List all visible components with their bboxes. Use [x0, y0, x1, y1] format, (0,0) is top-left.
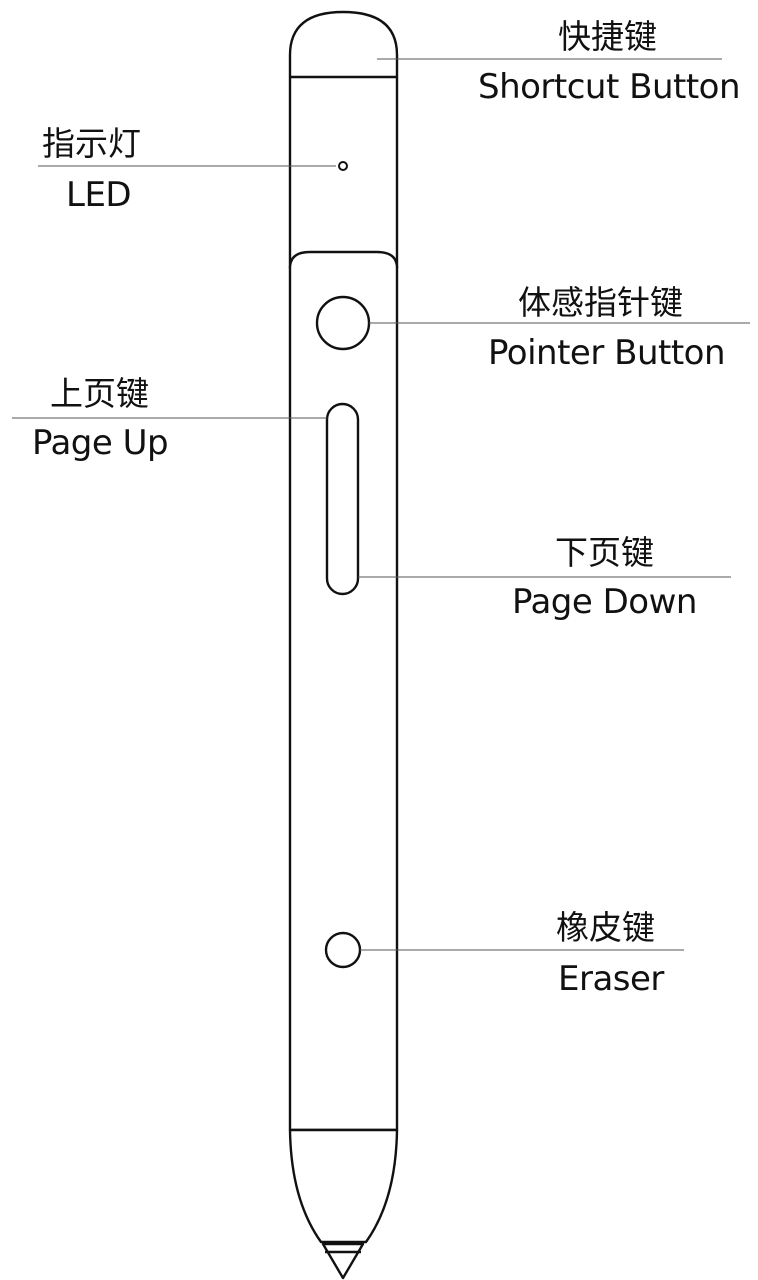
page-up-label-en: Page Up: [32, 423, 169, 463]
pen-nib: [321, 1242, 365, 1280]
page-rocker-icon: [325, 402, 360, 596]
page-up-label-zh: 上页键: [50, 374, 149, 413]
led-label-en: LED: [66, 175, 132, 215]
pen-tip-cone: [288, 1128, 399, 1244]
led-icon: [338, 161, 348, 171]
led-label-zh: 指示灯: [42, 124, 141, 163]
pointer-button-icon: [315, 295, 371, 351]
pointer-label-en: Pointer Button: [488, 333, 726, 373]
eraser-button-icon: [324, 931, 362, 969]
eraser-label-zh: 橡皮键: [556, 908, 655, 947]
shortcut-label-en: Shortcut Button: [478, 67, 741, 107]
eraser-label-en: Eraser: [558, 959, 664, 999]
shortcut-label-zh: 快捷键: [558, 17, 657, 56]
pen-cap: [288, 10, 399, 270]
pointer-label-zh: 体感指针键: [518, 283, 683, 322]
pen-body: [288, 250, 399, 1132]
page-down-label-zh: 下页键: [555, 533, 654, 572]
page-down-label-en: Page Down: [512, 582, 697, 622]
